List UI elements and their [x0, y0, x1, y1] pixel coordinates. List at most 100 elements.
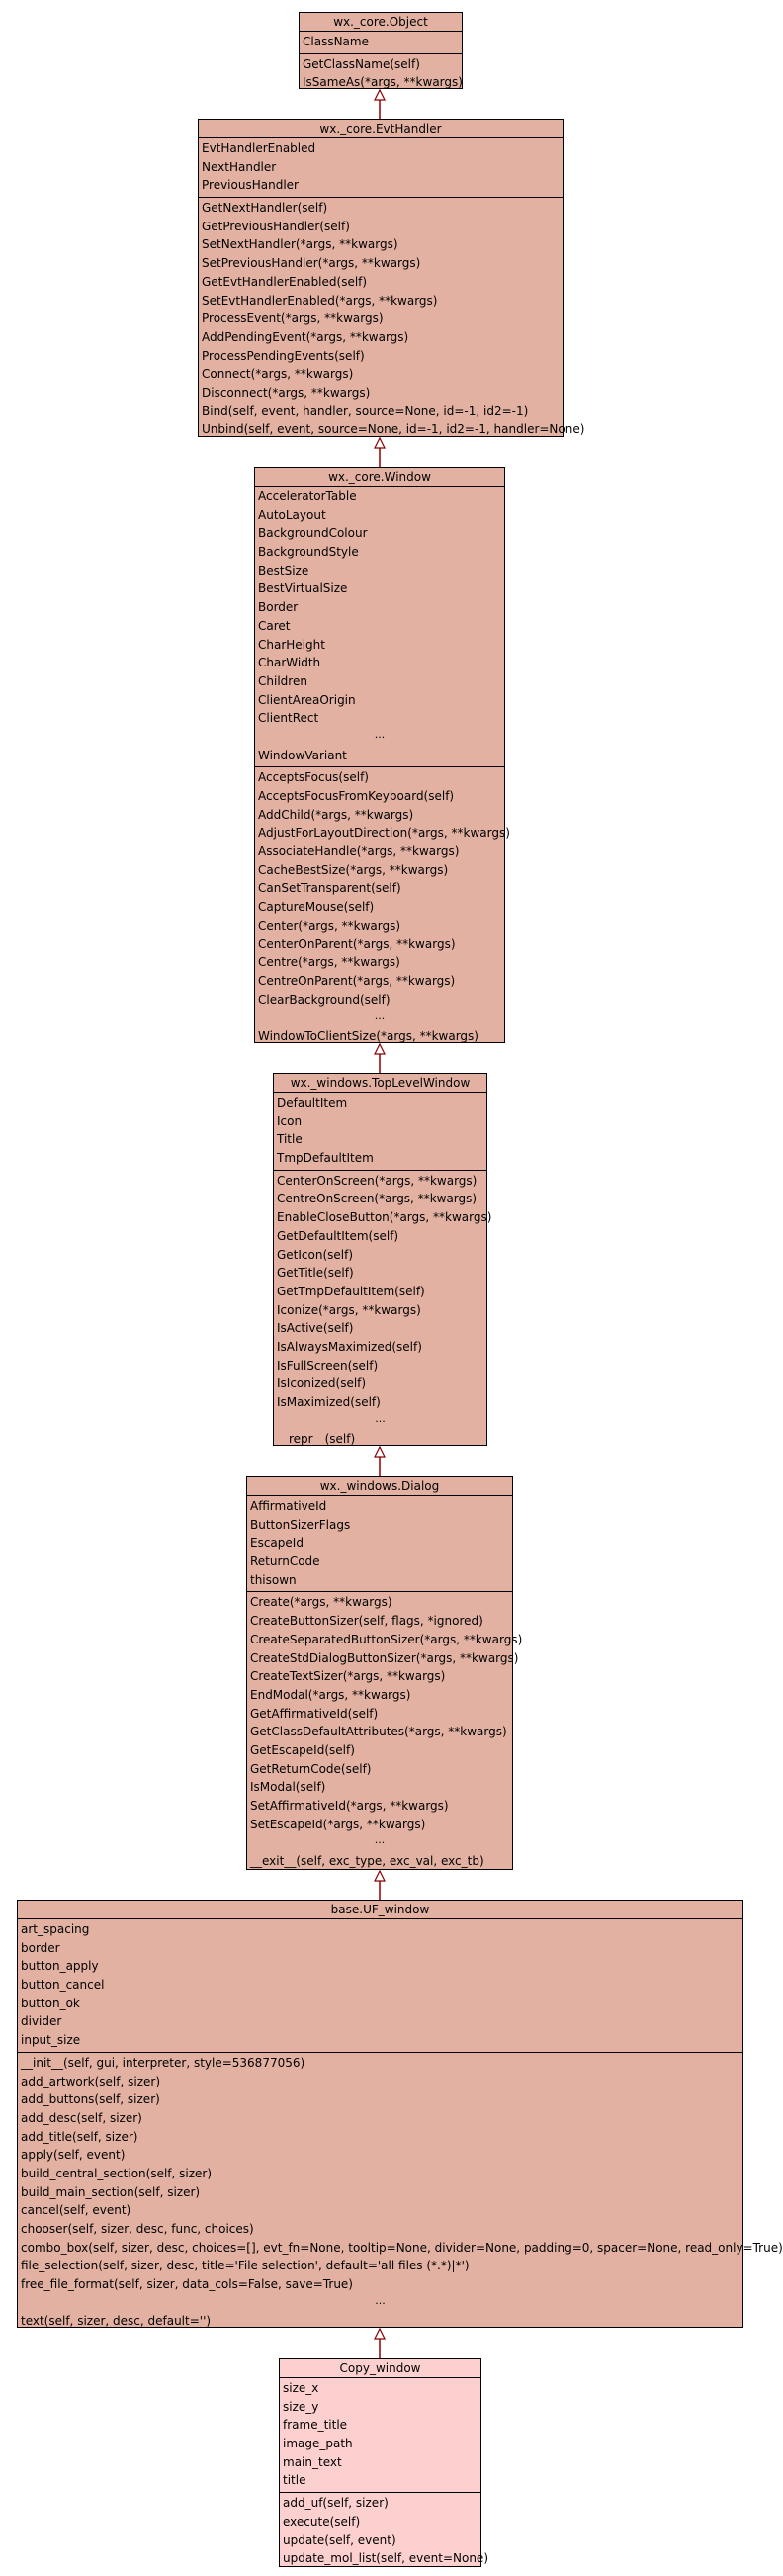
attribute-row: frame_title	[283, 2418, 348, 2433]
attribute-row: Title	[277, 1132, 303, 1147]
attribute-row: TmpDefaultItem	[277, 1151, 374, 1166]
method-row: CentreOnScreen(*args, **kwargs)	[277, 1192, 478, 1206]
method-row: CenterOnScreen(*args, **kwargs)	[277, 1173, 478, 1188]
class-methods-section: Create(*args, **kwargs) CreateButtonSizer…	[247, 1592, 523, 1872]
method-row: CreateStdDialogButtonSizer(*args, **kwar…	[250, 1650, 519, 1665]
ellipsis-row: ...	[375, 1411, 386, 1425]
method-row: CreateButtonSizer(self, flags, *ignored)	[250, 1614, 483, 1629]
attribute-row: Children	[258, 673, 307, 688]
attribute-row: button_apply	[21, 1959, 99, 1974]
method-row: SetEscapeId(*args, **kwargs)	[250, 1817, 426, 1831]
attribute-row: ButtonSizerFlags	[250, 1517, 351, 1532]
method-row: IsAlwaysMaximized(self)	[277, 1339, 422, 1354]
attribute-row: AcceleratorTable	[258, 489, 357, 503]
attribute-row: ReturnCode	[250, 1554, 320, 1569]
method-row: AdjustForLayoutDirection(*args, **kwargs…	[258, 826, 510, 841]
class-methods-section: GetNextHandler(self) GetPreviousHandler(s…	[199, 198, 585, 441]
method-row: update(self, event)	[283, 2532, 396, 2547]
method-row: text(self, sizer, desc, default='')	[21, 2314, 212, 2329]
method-row: free_file_format(self, sizer, data_cols=…	[21, 2277, 353, 2292]
attribute-row: WindowVariant	[258, 748, 347, 762]
attribute-row: button_ok	[21, 1996, 80, 2010]
method-row: WindowToClientSize(*args, **kwargs)	[258, 1028, 478, 1043]
inheritance-arrowhead	[374, 1042, 386, 1055]
method-row: IsSameAs(*args, **kwargs)	[303, 75, 463, 90]
method-row: GetPreviousHandler(self)	[202, 219, 350, 233]
method-row: AddPendingEvent(*args, **kwargs)	[202, 329, 409, 344]
attribute-row: art_spacing	[21, 1922, 90, 1936]
attribute-row: title	[283, 2473, 306, 2488]
method-row: add_buttons(self, sizer)	[21, 2092, 160, 2107]
inheritance-arrowhead	[374, 1445, 386, 1458]
method-row: ClearBackground(self)	[258, 992, 391, 1007]
class-methods-section: CenterOnScreen(*args, **kwargs) CentreOnS…	[274, 1171, 491, 1451]
method-row: SetEvtHandlerEnabled(*args, **kwargs)	[202, 293, 438, 308]
method-row: SetNextHandler(*args, **kwargs)	[202, 237, 398, 252]
method-row: add_desc(self, sizer)	[21, 2110, 142, 2125]
method-row: build_main_section(self, sizer)	[21, 2184, 201, 2199]
class-title: base.UF_window	[18, 1901, 742, 1919]
class-title: wx._core.EvtHandler	[199, 120, 563, 138]
method-row: IsMaximized(self)	[277, 1395, 381, 1409]
attribute-row: button_cancel	[21, 1978, 105, 1993]
method-row: combo_box(self, sizer, desc, choices=[],…	[21, 2240, 783, 2255]
method-row: file_selection(self, sizer, desc, title=…	[21, 2259, 470, 2273]
attribute-row: DefaultItem	[277, 1096, 348, 1110]
ellipsis-row: ...	[374, 1833, 386, 1847]
method-row: ProcessPendingEvents(self)	[202, 348, 365, 363]
method-row: Unbind(self, event, source=None, id=-1, …	[202, 422, 585, 437]
attribute-row: main_text	[283, 2454, 342, 2469]
method-row: GetNextHandler(self)	[202, 201, 328, 216]
method-row: AddChild(*args, **kwargs)	[258, 807, 414, 822]
attribute-row: thisown	[250, 1572, 297, 1587]
attribute-row: border	[21, 1940, 60, 1955]
class-title: Copy_window	[280, 2359, 480, 2378]
class-methods-section: add_uf(self, sizer)execute(self)update(s…	[280, 2493, 488, 2570]
method-row: EndModal(*args, **kwargs)	[250, 1687, 411, 1702]
attribute-row: NextHandler	[202, 159, 277, 174]
class-title: wx._windows.Dialog	[247, 1477, 512, 1496]
attribute-row: Caret	[258, 618, 291, 633]
method-row: CreateSeparatedButtonSizer(*args, **kwar…	[250, 1632, 523, 1646]
class-attributes-section: ClassName	[300, 32, 462, 54]
inheritance-arrowhead	[374, 436, 386, 449]
attribute-row: size_y	[283, 2399, 319, 2414]
method-row: AcceptsFocus(self)	[258, 770, 369, 785]
method-row: __exit__(self, exc_type, exc_val, exc_tb…	[250, 1854, 484, 1869]
method-row: build_central_section(self, sizer)	[21, 2166, 213, 2180]
class-methods-section: __init__(self, gui, interpreter, style=5…	[18, 2053, 783, 2333]
method-row: GetReturnCode(self)	[250, 1761, 372, 1776]
method-row: GetTmpDefaultItem(self)	[277, 1284, 425, 1298]
class-methods-section: AcceptsFocus(self)AcceptsFocusFromKeyboa…	[255, 767, 510, 1047]
method-row: __repr__(self)	[277, 1432, 356, 1447]
method-row: AssociateHandle(*args, **kwargs)	[258, 844, 460, 859]
method-row: GetClassDefaultAttributes(*args, **kwarg…	[250, 1725, 507, 1739]
method-row: Create(*args, **kwargs)	[250, 1595, 392, 1610]
attribute-row: EvtHandlerEnabled	[202, 141, 316, 155]
attribute-row: input_size	[21, 2033, 81, 2048]
attribute-row: AffirmativeId	[250, 1499, 327, 1513]
attribute-row: BestVirtualSize	[258, 581, 348, 596]
attribute-row: image_path	[283, 2437, 353, 2451]
class-methods-section: GetClassName(self)IsSameAs(*args, **kwar…	[300, 54, 463, 94]
method-row: Iconize(*args, **kwargs)	[277, 1302, 421, 1317]
method-row: __init__(self, gui, interpreter, style=5…	[21, 2055, 305, 2070]
method-row: GetEvtHandlerEnabled(self)	[202, 274, 368, 289]
method-row: IsIconized(self)	[277, 1377, 367, 1391]
attribute-row: AutoLayout	[258, 507, 326, 522]
method-row: GetIcon(self)	[277, 1247, 354, 1262]
method-row: CreateTextSizer(*args, **kwargs)	[250, 1669, 446, 1684]
inheritance-arrows	[374, 88, 386, 2358]
method-row: Center(*args, **kwargs)	[258, 918, 401, 933]
method-row: CanSetTransparent(self)	[258, 881, 401, 896]
inheritance-arrowhead	[374, 88, 386, 101]
